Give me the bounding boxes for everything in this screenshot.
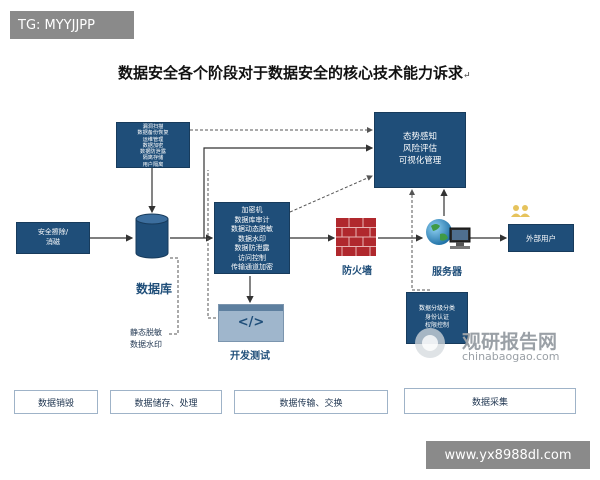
bottom-tag: www.yx8988dl.com (426, 441, 590, 469)
dashed-dev-up (207, 170, 216, 319)
box-situation-line: 态势感知 (402, 132, 437, 142)
code-glyph: </> (237, 315, 265, 330)
box-identity-access: 数据分级分类 身份认证 权限控制 (406, 292, 468, 344)
watermark-url: chinabaogao.com (462, 350, 560, 363)
box-storage-capabilities: 漏洞扫描 数据备份恢复 运维管理 数据加密 数据防泄露 隔离存储 用户隔离 (116, 122, 190, 168)
stage-label: 数据储存、处理 (134, 398, 198, 409)
label-firewall: 防火墙 (342, 266, 372, 277)
box-situation-line: 风险评估 (402, 144, 437, 154)
box-transfer-line: 数据水印 (238, 234, 266, 243)
diagram-title-text: 数据安全各个阶段对于数据安全的核心技术能力诉求 (118, 64, 464, 82)
box-identity-line: 权限控制 (424, 322, 449, 329)
top-tag: TG: MYYJJPP (10, 11, 134, 39)
firewall-icon (336, 218, 376, 256)
box-secure-erase-line: 安全擦除/ (37, 228, 69, 236)
dashed-transfer-to-situation (289, 175, 373, 213)
user-icon (511, 205, 530, 217)
watermark-brand: 观研报告网 (462, 331, 558, 353)
arrow-transfer-to-situation (203, 144, 374, 238)
stage-data-collect: 数据采集 (404, 388, 576, 414)
stage-label: 数据销毁 (37, 398, 74, 409)
label-database: 数据库 (136, 282, 173, 296)
title-mark: ↵ (463, 71, 471, 81)
box-storage-line: 运维管理 (142, 136, 164, 143)
dashed-db-to-static (168, 257, 179, 335)
box-storage-line: 数据备份恢复 (137, 130, 169, 137)
box-external-user-text: 外部用户 (526, 233, 556, 243)
bottom-tag-text: www.yx8988dl.com (444, 447, 572, 463)
box-secure-erase-line: 消磁 (46, 237, 60, 246)
label-data-watermark: 数据水印 (130, 340, 162, 349)
box-transfer-line: 数据防泄露 (234, 244, 270, 252)
box-transfer-capabilities: 加密机 数据库审计 数据动态脱敏 数据水印 数据防泄露 访问控制 传输通道加密 (214, 202, 290, 274)
label-static-mask: 静态脱敏 (130, 328, 162, 337)
box-transfer-line: 数据库审计 (234, 215, 270, 224)
box-identity-line: 身份认证 (424, 313, 449, 321)
box-storage-line: 数据防泄露 (140, 149, 166, 156)
box-transfer-line: 加密机 (241, 206, 263, 214)
stage-data-transfer: 数据传输、交换 (234, 390, 388, 414)
box-identity-line: 数据分级分类 (418, 305, 455, 312)
database-icon (135, 213, 169, 259)
box-transfer-line: 访问控制 (238, 253, 266, 262)
box-transfer-line: 数据动态脱敏 (231, 225, 273, 233)
box-storage-line: 漏洞扫描 (142, 124, 164, 130)
box-external-user: 外部用户 (508, 224, 574, 252)
box-situation-awareness: 态势感知 风险评估 可视化管理 (374, 112, 466, 188)
watermark-logo-icon (415, 328, 445, 358)
box-storage-line: 用户隔离 (142, 161, 164, 168)
box-situation-line: 可视化管理 (398, 156, 442, 166)
stage-data-storage: 数据储存、处理 (110, 390, 222, 414)
box-storage-line: 隔离存储 (142, 155, 164, 162)
stage-data-destroy: 数据销毁 (14, 390, 98, 414)
top-tag-text: TG: MYYJJPP (18, 17, 95, 33)
box-storage-line: 数据加密 (142, 142, 164, 149)
label-dev-test: 开发测试 (230, 351, 270, 362)
stage-label: 数据采集 (471, 397, 508, 408)
dev-test-icon: </> (218, 304, 284, 342)
box-transfer-line: 传输通道加密 (231, 263, 273, 271)
label-server: 服务器 (432, 267, 462, 278)
server-icon (426, 219, 471, 249)
box-secure-erase: 安全擦除/ 消磁 (16, 222, 90, 254)
stage-label: 数据传输、交换 (279, 398, 343, 409)
diagram-title: 数据安全各个阶段对于数据安全的核心技术能力诉求↵ (118, 62, 538, 83)
dashed-server-to-situation (409, 189, 430, 291)
